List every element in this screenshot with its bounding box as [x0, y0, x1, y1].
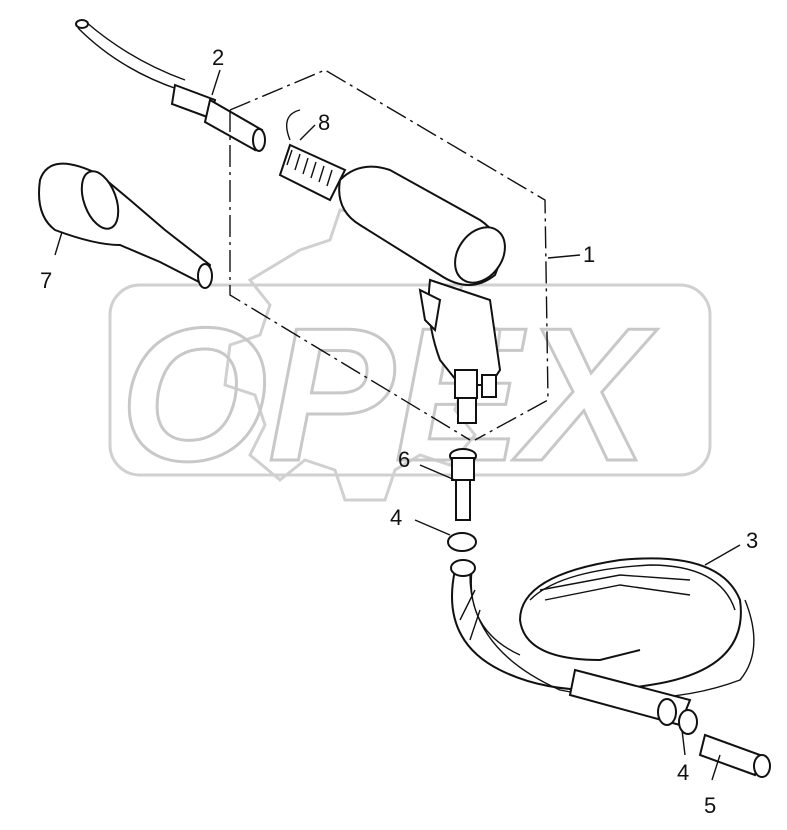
- callout-1: 1: [583, 242, 595, 267]
- part-1-spray-gun: [338, 165, 506, 424]
- part-6-fitting: [449, 448, 477, 521]
- assembly-1-outline: [229, 69, 549, 441]
- callout-6: 6: [398, 447, 410, 472]
- callout-8: 8: [318, 110, 330, 135]
- part-4-clamp-lower: [678, 709, 698, 735]
- part-3-hose: [450, 557, 755, 727]
- part-7-nozzle: [38, 162, 213, 289]
- part-4-clamp-upper: [447, 532, 477, 552]
- watermark-text: OPEX: [120, 289, 658, 501]
- callout-4-upper: 4: [390, 505, 402, 530]
- opex-watermark: OPEX: [108, 208, 712, 503]
- part-2-hose-connector: [75, 19, 266, 152]
- callout-2: 2: [212, 45, 224, 70]
- callout-5: 5: [704, 793, 716, 818]
- part-8-spring: [278, 109, 347, 202]
- callout-7: 7: [40, 268, 52, 293]
- callout-4-lower: 4: [677, 760, 689, 785]
- callout-3: 3: [746, 528, 758, 553]
- part-5-fitting: [698, 733, 771, 778]
- leader-lines: [54, 69, 741, 781]
